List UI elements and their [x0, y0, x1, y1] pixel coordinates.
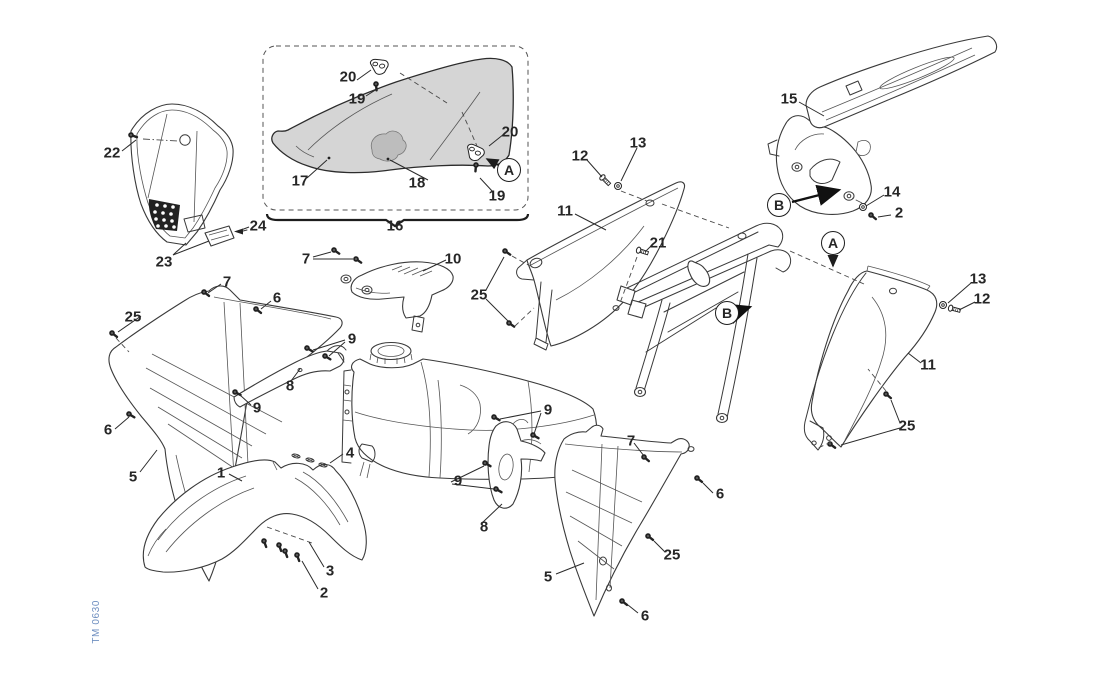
front-bracket	[341, 262, 453, 332]
subframe	[617, 223, 791, 422]
seat-group-box	[263, 46, 528, 226]
radiator-strip-left	[234, 346, 346, 407]
drawing-code: TM 0630	[91, 600, 102, 644]
warning-sticker	[205, 226, 234, 246]
seat	[272, 58, 513, 172]
side-panel-left	[517, 182, 685, 350]
side-panel-right	[804, 266, 936, 450]
construction-lines	[116, 73, 886, 543]
rear-fender	[768, 36, 997, 214]
leader-lines	[115, 70, 975, 613]
front-number-plate	[131, 104, 247, 246]
radiator-panel-right	[488, 419, 545, 508]
seat-pad	[371, 131, 406, 161]
front-fender	[143, 460, 366, 572]
radiator-shroud-right	[555, 425, 694, 616]
